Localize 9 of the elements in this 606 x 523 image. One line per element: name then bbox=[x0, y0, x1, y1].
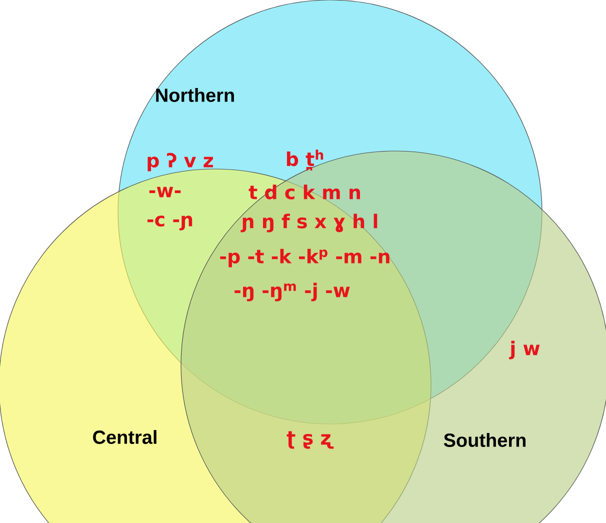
phoneme-label: -p -t -k -k$^{p}$ -m -n bbox=[220, 248, 390, 268]
phoneme-label: -c -ɲ bbox=[147, 216, 192, 230]
phoneme-label: b t̪$^{h}$ bbox=[286, 150, 324, 170]
phoneme-label: j w bbox=[509, 340, 540, 360]
phoneme-label: -ŋ -ŋ$^{m}$ -j -w bbox=[234, 282, 350, 302]
phoneme-label: -w- bbox=[149, 186, 181, 198]
phoneme-label: p ʔ v z bbox=[148, 152, 213, 172]
phoneme-label: ɲ ŋ f s x ɣ h l bbox=[240, 214, 378, 232]
phoneme-label: ʈ ʂ ʐ bbox=[286, 431, 334, 449]
